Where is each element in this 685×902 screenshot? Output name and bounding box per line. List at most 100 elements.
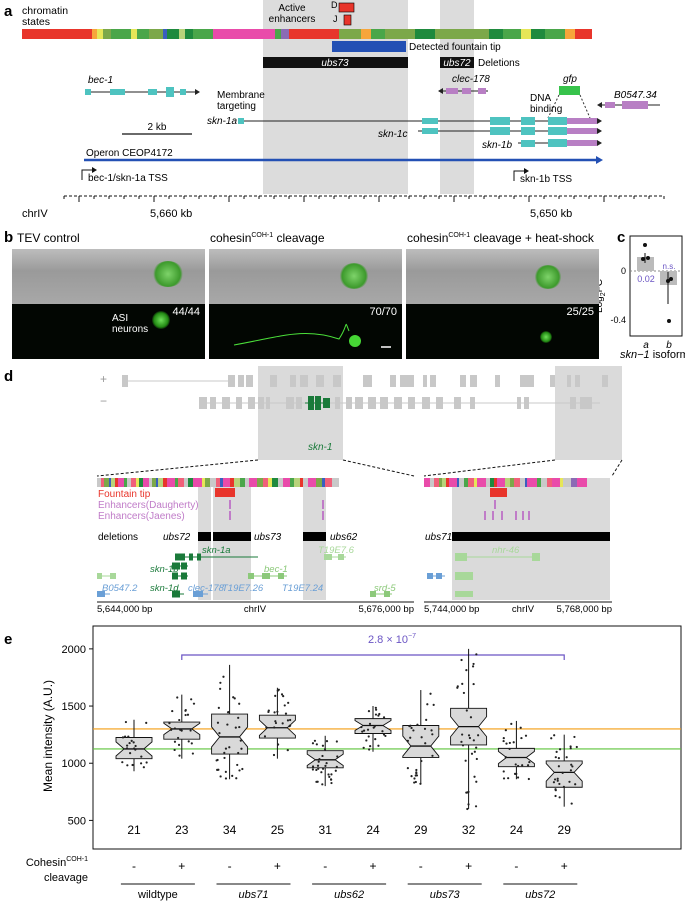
e-data-point xyxy=(219,775,222,778)
e-data-point xyxy=(524,734,528,737)
chromatin-segment xyxy=(464,478,468,487)
e-data-point xyxy=(432,703,435,706)
e-data-point xyxy=(128,741,131,745)
e-data-point xyxy=(556,777,559,780)
e-n-label: 31 xyxy=(319,823,333,837)
gene-skn-1b-label: skn-1b xyxy=(150,564,179,575)
zoom-line-2 xyxy=(342,459,415,477)
d-axis-left-chr: chrIV xyxy=(244,604,267,615)
e-data-point xyxy=(374,706,377,709)
chromatin-segment xyxy=(563,478,571,487)
zoom-line-3 xyxy=(423,459,556,477)
fountain-tip-bar xyxy=(332,41,406,52)
chromatin-segment xyxy=(213,29,275,39)
tss-skn1b: skn-1b TSS xyxy=(513,168,572,185)
e-data-point xyxy=(377,714,380,717)
e-plot-frame xyxy=(92,625,682,850)
svg-text:targeting: targeting xyxy=(217,101,256,112)
e-data-point xyxy=(554,788,557,791)
d-zoom-genes xyxy=(97,553,540,598)
e-data-point xyxy=(571,765,574,768)
e-data-point xyxy=(267,709,270,712)
e-data-point xyxy=(321,767,325,770)
e-data-point xyxy=(315,768,318,772)
chromatin-segment xyxy=(490,478,494,487)
svg-text:Active: Active xyxy=(278,3,306,14)
chromatin-segment xyxy=(104,478,109,487)
zoom-line-1 xyxy=(96,459,259,477)
e-data-point xyxy=(273,711,276,714)
chromatin-segment xyxy=(290,478,294,487)
enhancer-j-box xyxy=(343,14,352,26)
e-data-point xyxy=(217,768,220,771)
e-data-point xyxy=(145,721,148,725)
gene-bec-1-label: bec-1 xyxy=(264,564,288,575)
chromatin-segment xyxy=(303,478,308,487)
d-axis-right-start: 5,744,000 bp xyxy=(424,604,479,615)
e-data-point xyxy=(410,775,413,778)
e-data-point xyxy=(415,772,418,775)
chromatin-segment xyxy=(205,478,210,487)
chromatin-segment xyxy=(230,478,234,487)
e-data-point xyxy=(505,742,508,745)
e-data-point xyxy=(281,722,284,725)
chromatin-segment xyxy=(468,478,474,487)
b-title-3: cohesinCOH-1 cleavage + heat-shock xyxy=(407,231,595,245)
e-data-point xyxy=(569,769,573,772)
e-data-point xyxy=(574,783,577,786)
svg-text:a: a xyxy=(643,340,649,351)
d-axis-right-chr: chrIV xyxy=(512,604,535,615)
e-data-point xyxy=(124,720,128,724)
e-data-point xyxy=(377,744,380,747)
e-data-point xyxy=(276,710,279,713)
e-data-point xyxy=(233,697,236,700)
e-sig-bracket xyxy=(181,654,565,660)
gene-clec-178: clec-178 xyxy=(438,74,490,94)
chromatin-segment xyxy=(565,29,575,39)
chromatin-segment xyxy=(560,478,563,487)
e-data-point xyxy=(431,754,434,757)
e-data-point xyxy=(512,741,515,744)
e-data-point xyxy=(274,720,277,723)
e-data-point xyxy=(419,782,422,785)
e-data-point xyxy=(362,729,366,732)
e-data-point xyxy=(328,775,331,778)
e-ylabel: Mean intensity (A.U.) xyxy=(41,680,55,792)
zoom-skn-1b xyxy=(172,572,188,580)
gfp-insertion-line-2 xyxy=(579,94,591,119)
e-data-point xyxy=(575,745,578,749)
e-data-point xyxy=(473,775,476,778)
e-data-point xyxy=(462,691,466,695)
enhancer-j-label: J xyxy=(333,14,338,24)
gene-skn-1b: skn-1b xyxy=(482,139,602,151)
chromatin-segment xyxy=(101,478,104,487)
chromatin-segment xyxy=(283,478,290,487)
e-data-point xyxy=(134,748,137,751)
operon-label: Operon CEOP4172 xyxy=(86,148,173,159)
chromatin-segment xyxy=(531,29,545,39)
d-chromatin-bar-right xyxy=(424,478,587,487)
e-data-point xyxy=(416,723,419,726)
svg-text:bec-1: bec-1 xyxy=(88,75,113,86)
coord-5650: 5,650 kb xyxy=(530,208,572,220)
chromatin-segment xyxy=(510,478,514,487)
membrane-targeting-label: Membrane targeting xyxy=(217,90,265,112)
count-heat-shock: 25/25 xyxy=(566,306,594,319)
panel-c-xlabel: skn−1 isoform xyxy=(620,349,685,361)
e-data-point xyxy=(240,747,243,750)
chromatin-segment xyxy=(424,478,430,487)
count-tev: 44/44 xyxy=(172,306,200,319)
chromatin-segment xyxy=(521,29,531,39)
enhancer-mark xyxy=(515,511,517,520)
chromatin-state-bar xyxy=(22,29,592,39)
chromatin-segment xyxy=(163,478,167,487)
svg-text:chromatin: chromatin xyxy=(22,5,68,17)
chromatin-segment xyxy=(240,478,245,487)
e-data-point xyxy=(425,718,428,721)
e-sign-label: - xyxy=(419,859,423,873)
zoom-b0547-2 xyxy=(97,591,110,597)
e-data-point xyxy=(507,777,510,780)
enhancer-mark xyxy=(494,500,496,509)
zoom-nhr-46-b xyxy=(455,572,473,580)
chromatin-segment xyxy=(415,29,435,39)
